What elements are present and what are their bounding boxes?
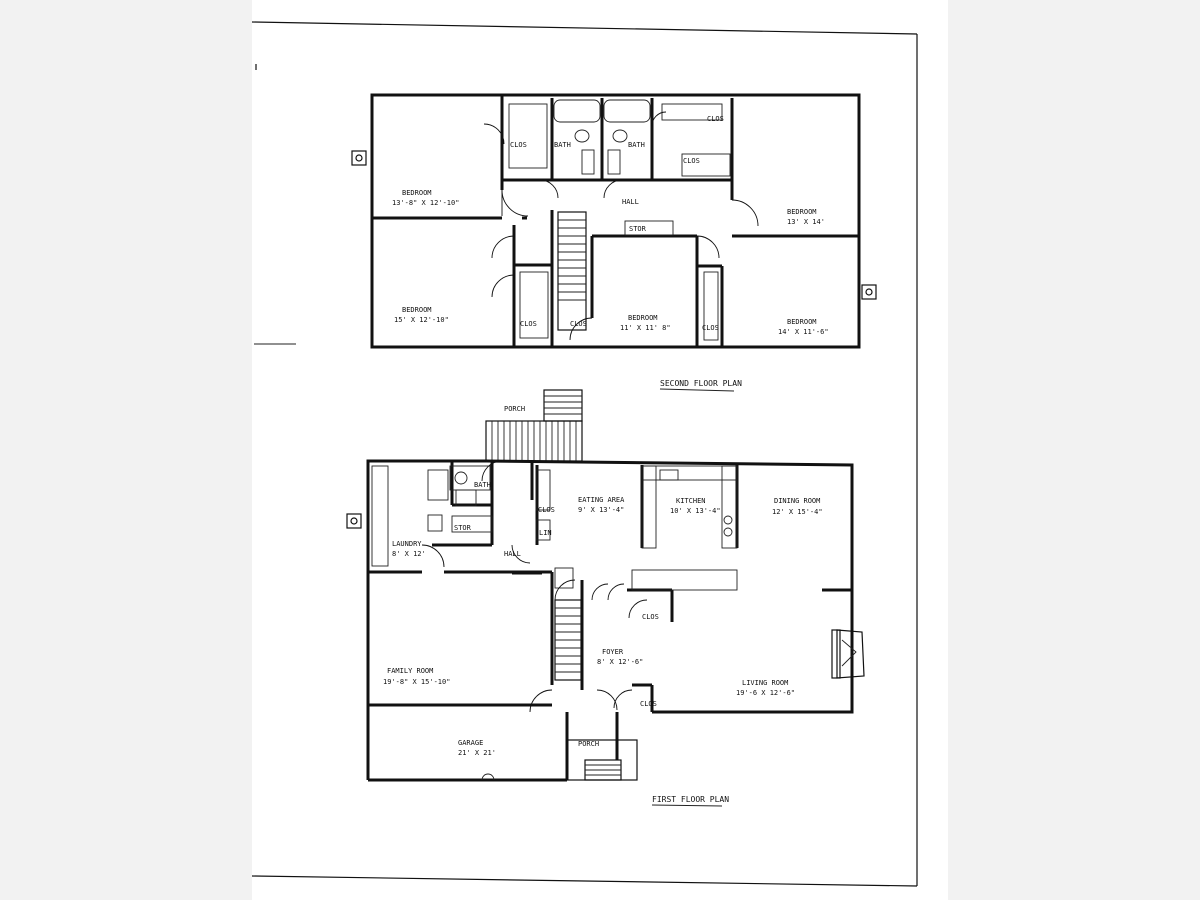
label-bedroom: BEDROOM bbox=[402, 189, 432, 197]
label-foyer-dim: 8' X 12'-6" bbox=[597, 658, 643, 666]
label-living-room: LIVING ROOM bbox=[742, 679, 788, 687]
label-bedroom-dim: 13'-8" X 12'-10" bbox=[392, 199, 459, 207]
label-eating-area: EATING AREA bbox=[578, 496, 625, 504]
exterior-fixture bbox=[351, 150, 367, 166]
label-laundry: LAUNDRY bbox=[392, 540, 422, 548]
fireplace bbox=[831, 629, 865, 679]
back-porch bbox=[485, 389, 583, 462]
label-bedroom-dim: 13' X 14' bbox=[787, 218, 825, 226]
label-porch: PORCH bbox=[504, 405, 525, 413]
plan-sheet: CLOS BATH BATH CLOS CLOS BEDROOM 13'-8" … bbox=[252, 0, 948, 900]
label-bedroom: BEDROOM bbox=[787, 318, 817, 326]
label-bedroom: BEDROOM bbox=[787, 208, 817, 216]
label-garage: GARAGE bbox=[458, 739, 483, 747]
label-clos: CLOS bbox=[702, 324, 719, 332]
label-porch: PORCH bbox=[578, 740, 599, 748]
second-floor-stair bbox=[557, 211, 587, 331]
second-floor-plan: CLOS BATH BATH CLOS CLOS BEDROOM 13'-8" … bbox=[351, 93, 877, 392]
label-clos: CLOS bbox=[570, 320, 587, 328]
label-living-room-dim: 19'-6 X 12'-6" bbox=[736, 689, 795, 697]
label-bedroom: BEDROOM bbox=[402, 306, 432, 314]
label-bedroom-dim: 15' X 12'-10" bbox=[394, 316, 449, 324]
label-clos: CLOS bbox=[510, 141, 527, 149]
label-clos: CLOS bbox=[642, 613, 659, 621]
label-clos: CLOS bbox=[538, 506, 555, 514]
label-family-room: FAMILY ROOM bbox=[387, 667, 433, 675]
label-stor: STOR bbox=[454, 524, 472, 532]
second-floor-doors bbox=[483, 111, 759, 341]
first-floor-stair bbox=[554, 599, 582, 681]
label-clos: CLOS bbox=[640, 700, 657, 708]
label-bedroom-dim: 11' X 11' 8" bbox=[620, 324, 671, 332]
label-bath: BATH bbox=[474, 481, 491, 489]
label-laundry-dim: 8' X 12' bbox=[392, 550, 426, 558]
label-dining-room: DINING ROOM bbox=[774, 497, 820, 505]
exterior-fixture bbox=[861, 284, 877, 300]
label-hall: HALL bbox=[504, 550, 521, 558]
label-kitchen: KITCHEN bbox=[676, 497, 706, 505]
label-stor: STOR bbox=[629, 225, 647, 233]
kitchen-counters bbox=[631, 465, 738, 591]
label-dining-room-dim: 12' X 15'-4" bbox=[772, 508, 823, 516]
label-eating-area-dim: 9' X 13'-4" bbox=[578, 506, 624, 514]
floor-plan-drawing: CLOS BATH BATH CLOS CLOS BEDROOM 13'-8" … bbox=[252, 21, 918, 887]
label-clos: CLOS bbox=[520, 320, 537, 328]
first-floor-doors bbox=[421, 460, 648, 713]
first-floor-plan: PORCH BATH STOR LAUNDRY 8' X 12' CLOS LI… bbox=[346, 389, 865, 807]
label-clos: CLOS bbox=[683, 157, 700, 165]
label-bath: BATH bbox=[554, 141, 571, 149]
label-hall: HALL bbox=[622, 198, 639, 206]
label-clos: CLOS bbox=[707, 115, 724, 123]
second-floor-title: SECOND FLOOR PLAN bbox=[660, 379, 742, 388]
first-floor-title: FIRST FLOOR PLAN bbox=[652, 795, 729, 804]
front-porch bbox=[566, 739, 638, 781]
label-bedroom: BEDROOM bbox=[628, 314, 658, 322]
label-bath: BATH bbox=[628, 141, 645, 149]
label-kitchen-dim: 10' X 13'-4" bbox=[670, 507, 721, 515]
sheet-border bbox=[252, 21, 918, 887]
label-bedroom-dim: 14' X 11'-6" bbox=[778, 328, 829, 336]
label-foyer: FOYER bbox=[602, 648, 624, 656]
bath-fixtures bbox=[553, 99, 651, 175]
garage-door bbox=[481, 773, 495, 781]
label-garage-dim: 21' X 21' bbox=[458, 749, 496, 757]
label-family-room-dim: 19'-8" X 15'-10" bbox=[383, 678, 450, 686]
second-floor-exterior-wall bbox=[370, 93, 861, 349]
label-lin: LIN bbox=[539, 529, 552, 537]
